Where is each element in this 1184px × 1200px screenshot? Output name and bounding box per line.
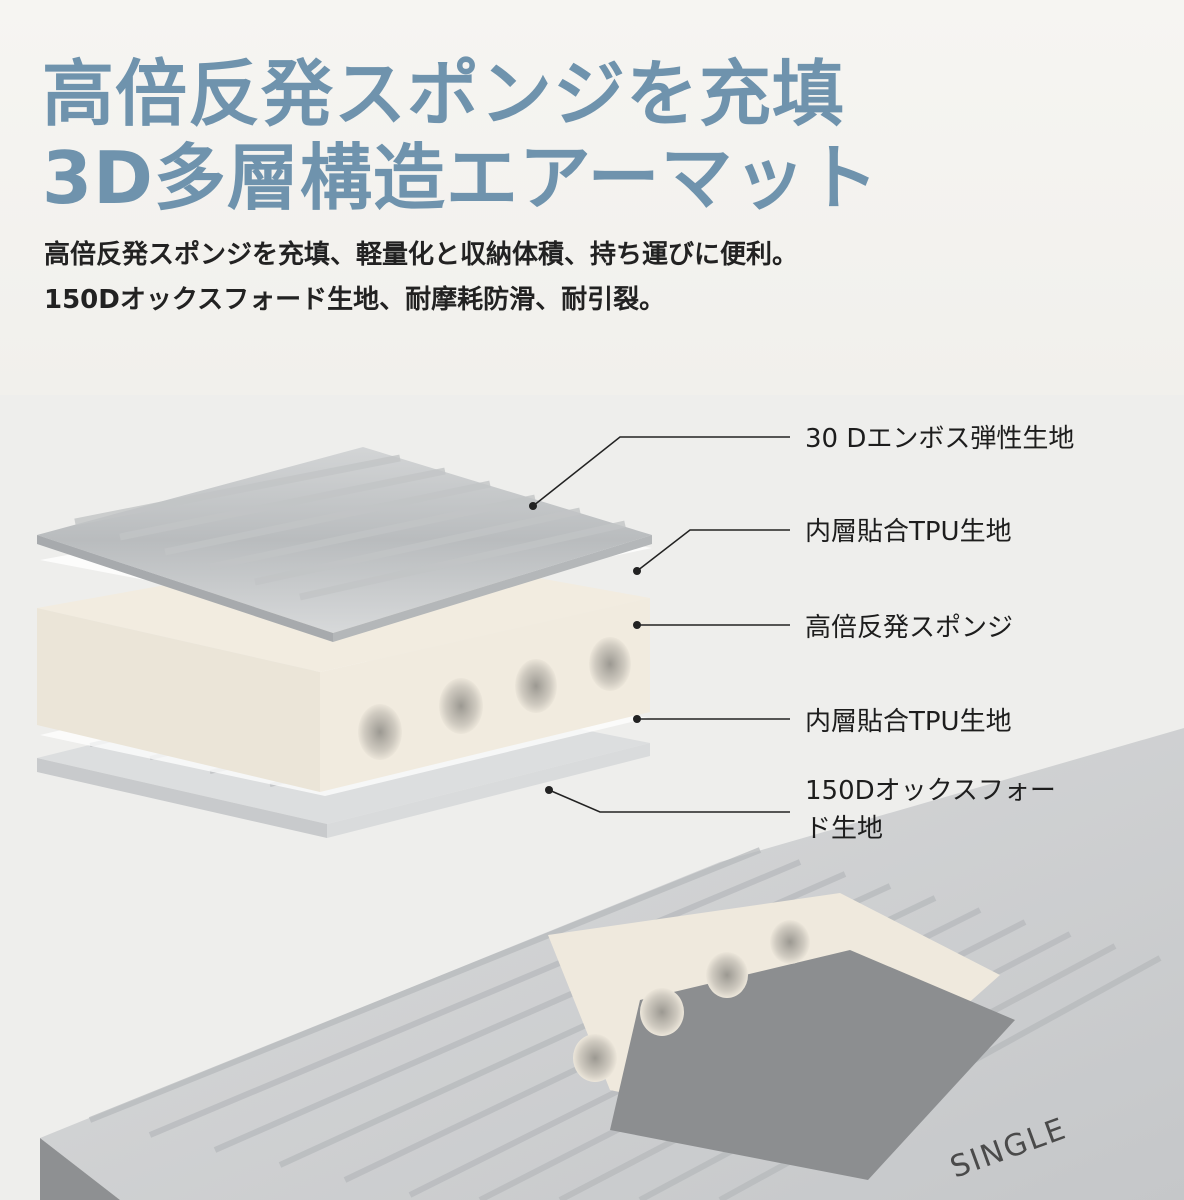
label-embossed-fabric: 30 Dエンボス弾性生地: [805, 424, 1075, 454]
sponge-hole-2: [439, 678, 483, 734]
mattress-product-image: SINGLE: [40, 728, 1184, 1200]
cutaway-hole-2: [640, 988, 684, 1036]
headline-line-1: 高倍反発スポンジを充填: [42, 52, 846, 136]
cutaway-hole-3: [706, 952, 748, 998]
leader-dot-1: [529, 502, 537, 510]
leader-line-1: [532, 436, 790, 507]
cutaway-base: [610, 950, 1015, 1180]
leader-dot-2: [633, 567, 641, 575]
label-tpu-lower: 内層貼合TPU生地: [805, 707, 1012, 737]
leader-dot-3: [633, 621, 641, 629]
leader-dot-5: [545, 786, 553, 794]
leader-line-5: [548, 789, 790, 813]
sponge-hole-1: [358, 704, 402, 760]
leader-dots: [529, 502, 641, 794]
cutaway-hole-4: [770, 920, 810, 964]
leader-line-2: [636, 529, 790, 572]
description-line-2: 150Dオックスフォード生地、耐摩耗防滑、耐引裂。: [44, 285, 666, 315]
cutaway-hole-1: [573, 1034, 617, 1082]
description-line-1: 高倍反発スポンジを充填、軽量化と収納体積、持ち運びに便利。: [44, 240, 799, 270]
sponge-hole-3: [515, 659, 557, 713]
header-background: [0, 0, 1184, 395]
label-tpu-upper: 内層貼合TPU生地: [805, 517, 1012, 547]
headline-line-2: 3D多層構造エアーマット: [42, 136, 880, 220]
mattress-side: [40, 1138, 120, 1200]
layer-embossed-fabric: [37, 447, 652, 642]
label-oxford-fabric: 150Dオックスフォード生地: [805, 776, 1056, 844]
sponge-hole-4: [589, 637, 631, 691]
leader-dot-4: [633, 715, 641, 723]
label-sponge: 高倍反発スポンジ: [805, 613, 1014, 643]
leader-lines: [532, 436, 790, 813]
